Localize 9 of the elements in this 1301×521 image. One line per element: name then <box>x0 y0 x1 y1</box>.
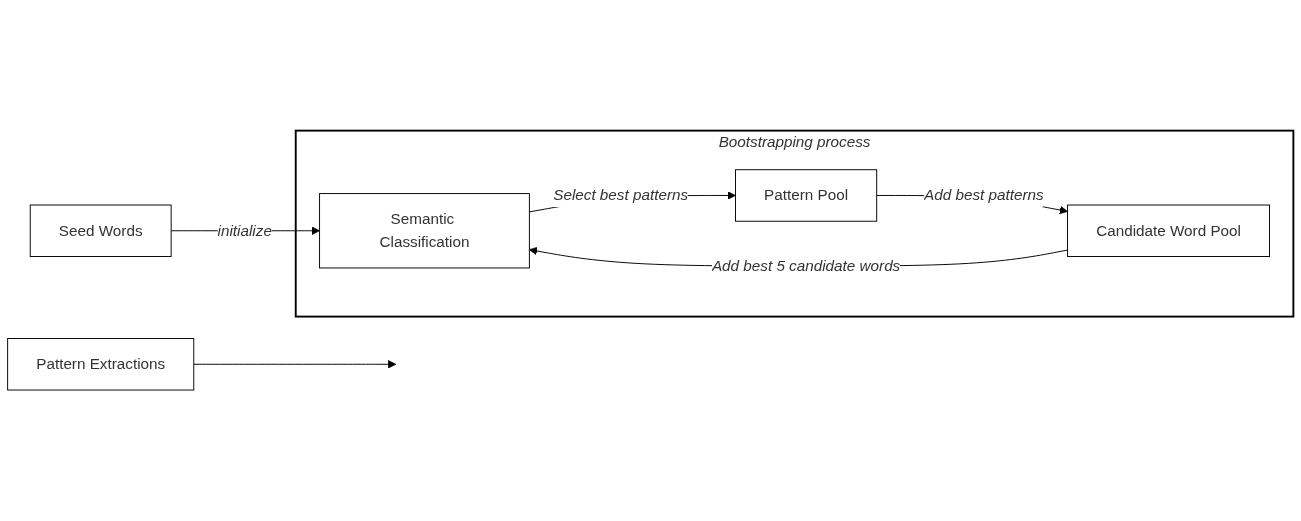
edge-label: Select best patterns <box>553 187 689 204</box>
node-box: Seed Words <box>29 204 172 258</box>
edge-label: Add best 5 candidate words <box>711 257 901 274</box>
node-box: Semantic Classification <box>319 193 530 269</box>
node-box: Candidate Word Pool <box>1067 204 1270 258</box>
node-box: Pattern Pool <box>735 169 878 222</box>
node-box: Pattern Extractions <box>7 338 195 391</box>
edge-label: Add best patterns <box>924 187 1044 204</box>
edge-label: initialize <box>217 222 272 239</box>
